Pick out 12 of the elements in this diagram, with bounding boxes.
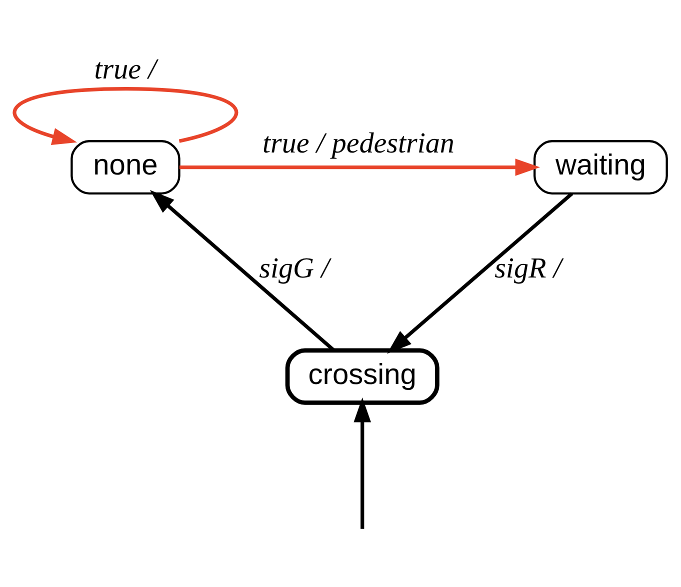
edge-label: true / bbox=[94, 54, 156, 86]
arrow bbox=[180, 158, 540, 176]
node-box: waiting bbox=[533, 140, 668, 195]
node-box: none bbox=[70, 140, 180, 195]
arrow bbox=[387, 192, 574, 354]
arrow bbox=[354, 397, 372, 529]
arrow bbox=[150, 190, 335, 352]
edge-label: sigR / bbox=[494, 252, 562, 285]
arrow bbox=[13, 86, 238, 146]
edge-label: true / pedestrian bbox=[262, 128, 454, 160]
edge-label: sigG / bbox=[259, 252, 330, 285]
node-box: crossing bbox=[285, 348, 440, 405]
